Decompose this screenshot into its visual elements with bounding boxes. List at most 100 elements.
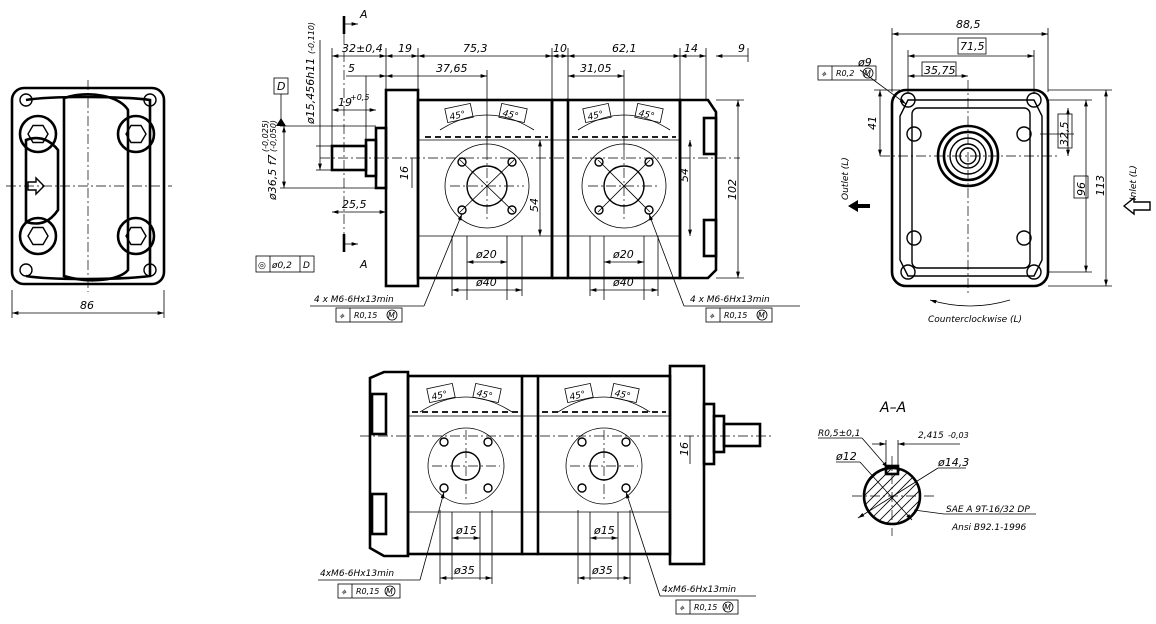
bottom-dims: ø15 ø35 ø15 ø35: [439, 510, 631, 584]
left-view: 86: [6, 80, 172, 318]
svg-text:45°: 45°: [587, 110, 605, 123]
svg-text:45°: 45°: [431, 390, 449, 403]
svg-text:14: 14: [684, 42, 698, 55]
right-position-frame: ⌖ R0,2 M: [817, 65, 877, 81]
front-bottom-dims: ø20 ø40 ø20 ø40: [451, 236, 659, 300]
svg-text:5: 5: [348, 62, 355, 75]
svg-text:102: 102: [726, 179, 739, 200]
svg-text:-0,03: -0,03: [948, 431, 969, 440]
svg-text:45°: 45°: [569, 390, 587, 403]
svg-text:ø40: ø40: [612, 276, 634, 289]
left-body-oval: [62, 93, 130, 282]
svg-text:Counterclockwise (L): Counterclockwise (L): [928, 315, 1022, 325]
datum-d: D: [273, 77, 289, 126]
svg-text:ø15: ø15: [455, 524, 477, 537]
thread-callout-right: 4 x M6-6Hx13min ⌖ R0,15 M: [648, 213, 800, 323]
svg-text:(-0,110): (-0,110): [307, 22, 316, 54]
svg-text:ø20: ø20: [475, 248, 497, 261]
inlet-arrow-icon: [1122, 196, 1151, 216]
svg-text:41: 41: [866, 116, 879, 130]
front-end-cover: [678, 98, 718, 280]
left-flow-arrow-icon: [27, 176, 45, 196]
svg-text:R0,2: R0,2: [836, 69, 854, 78]
svg-text:62,1: 62,1: [612, 42, 637, 55]
svg-text:Outlet (L): Outlet (L): [841, 157, 851, 200]
svg-text:Inlet (L): Inlet (L): [1129, 165, 1139, 200]
svg-text:31,05: 31,05: [580, 62, 612, 75]
left-corner-holes: [19, 93, 157, 277]
svg-text:35,75: 35,75: [924, 64, 956, 77]
svg-text:R0,15: R0,15: [724, 311, 747, 320]
svg-text:M: M: [388, 311, 395, 320]
svg-text:A: A: [359, 8, 368, 21]
right-corner-holes: [900, 92, 1042, 280]
svg-text:ø0,2: ø0,2: [271, 261, 292, 271]
svg-text:4xM6-6Hx13min: 4xM6-6Hx13min: [662, 585, 736, 595]
front-mount-flange: [384, 88, 420, 288]
svg-text:M: M: [724, 603, 731, 612]
svg-text:54: 54: [678, 168, 691, 182]
svg-text:10: 10: [553, 42, 567, 55]
svg-text:88,5: 88,5: [956, 18, 981, 31]
left-hex-bolts: [18, 114, 156, 256]
front-angle-labels: 45° 45° 45° 45°: [444, 102, 664, 124]
svg-text:9: 9: [738, 42, 745, 55]
bottom-body-section-1: [406, 374, 524, 556]
svg-text:ø36,5 f7: ø36,5 f7: [266, 154, 279, 201]
svg-text:SAE A 9T-16/32 DP: SAE A 9T-16/32 DP: [946, 505, 1030, 515]
svg-text:32±0,4: 32±0,4: [342, 42, 383, 55]
left-width-dim: 86: [80, 299, 94, 312]
right-view: 88,5 71,5 35,75 ø9 ⌖ R0,2 M 41 32,5 96 1…: [817, 18, 1151, 325]
svg-text:32,5: 32,5: [1058, 122, 1071, 147]
svg-text:4 x M6-6Hx13min: 4 x M6-6Hx13min: [690, 295, 770, 305]
section-title: A–A: [879, 400, 906, 416]
svg-text:54: 54: [528, 198, 541, 212]
section-mark-top: A: [342, 8, 368, 34]
front-view: A A: [255, 8, 800, 323]
svg-text:R0,15: R0,15: [354, 311, 377, 320]
svg-text:M: M: [864, 69, 871, 78]
bottom-port-2: [542, 396, 666, 505]
svg-text:ø35: ø35: [453, 564, 475, 577]
bottom-port-1: [412, 396, 518, 505]
svg-text:45°: 45°: [638, 109, 656, 122]
svg-text:19: 19: [338, 96, 352, 109]
svg-text:ø20: ø20: [612, 248, 634, 261]
svg-text:ø15,456h11: ø15,456h11: [304, 58, 317, 125]
svg-text:D: D: [303, 261, 310, 271]
concentricity-frame: ◎ ø0,2 D: [255, 255, 315, 273]
svg-text:M: M: [386, 587, 393, 596]
svg-text:⌖: ⌖: [341, 588, 347, 598]
svg-text:R0,15: R0,15: [694, 603, 717, 612]
svg-text:19: 19: [398, 42, 412, 55]
front-left-dims: ø36,5 f7 (-0,025) (-0,050) ø15,456h11 (-…: [261, 22, 413, 214]
front-right-dims: 54 54 102: [528, 99, 744, 279]
svg-text:(-0,050): (-0,050): [269, 120, 278, 152]
rotation-arrow-icon: [929, 299, 1011, 307]
svg-text:ø15: ø15: [593, 524, 615, 537]
svg-text:⌖: ⌖: [339, 312, 345, 322]
svg-text:Ansi B92.1-1996: Ansi B92.1-1996: [951, 523, 1027, 533]
svg-text:A: A: [359, 258, 368, 271]
svg-text:D: D: [277, 80, 285, 93]
svg-text:4xM6-6Hx13min: 4xM6-6Hx13min: [320, 569, 394, 579]
svg-text:113: 113: [1094, 175, 1107, 196]
bottom-mount-flange: [668, 364, 706, 566]
thread-callout-left: 4 x M6-6Hx13min ⌖ R0,15 M: [310, 213, 463, 323]
svg-text:ø14,3: ø14,3: [937, 456, 969, 469]
svg-text:(-0,025): (-0,025): [261, 120, 270, 152]
svg-text:45°: 45°: [502, 109, 520, 122]
svg-text:⌖: ⌖: [709, 312, 715, 322]
svg-text:16: 16: [678, 442, 691, 456]
svg-text:⌖: ⌖: [679, 604, 685, 614]
svg-text:R0,15: R0,15: [356, 587, 379, 596]
svg-text:◎: ◎: [258, 261, 266, 271]
svg-text:96: 96: [1075, 182, 1088, 196]
svg-text:ø35: ø35: [591, 564, 613, 577]
svg-text:ø12: ø12: [835, 450, 857, 463]
svg-text:⌖: ⌖: [821, 70, 827, 80]
right-flange-outline: [890, 88, 1050, 288]
svg-text:16: 16: [398, 166, 411, 180]
svg-text:2,415: 2,415: [918, 431, 944, 441]
section-aa: A–A R0,5±0,1 2,415 -0,03 ø12 ø14,3 SAE A…: [818, 400, 1036, 536]
